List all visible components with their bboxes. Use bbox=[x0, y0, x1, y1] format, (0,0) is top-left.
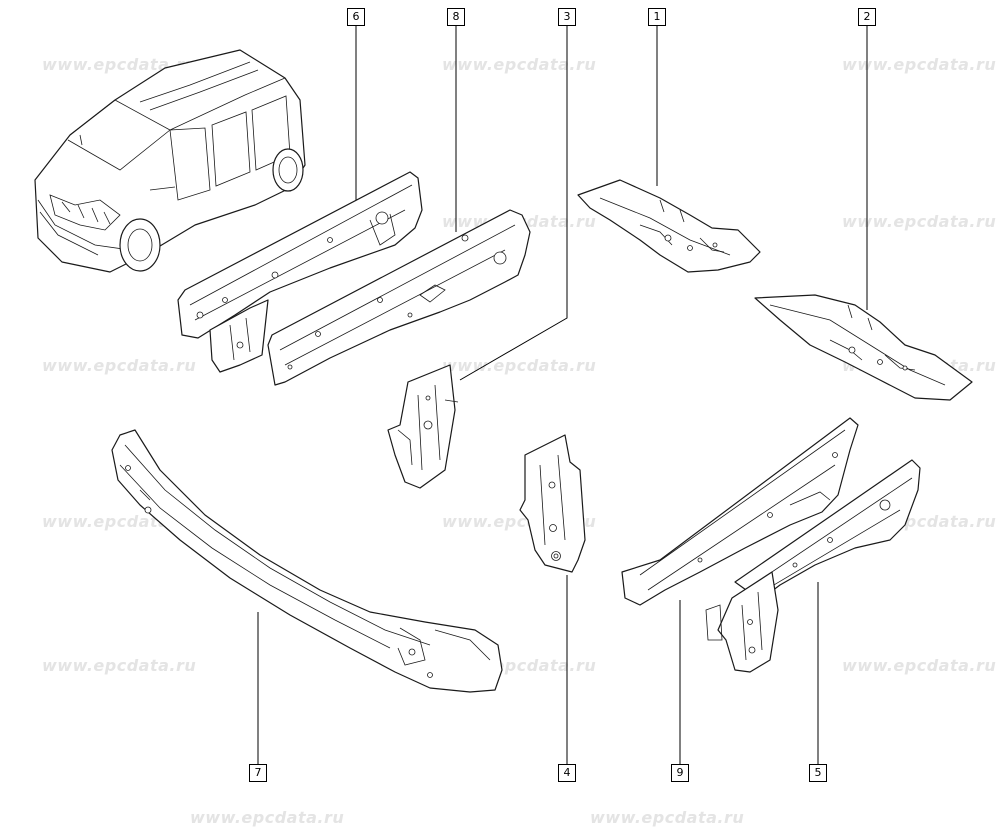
body-panel-drawing-icon bbox=[705, 459, 921, 673]
watermark: www.epcdata.ru bbox=[442, 55, 597, 74]
watermark: www.epcdata.ru bbox=[442, 356, 597, 375]
body-panel-drawing-icon bbox=[577, 179, 761, 273]
callout-5: 5 bbox=[809, 764, 827, 782]
minivan-illustration-icon bbox=[34, 49, 306, 273]
watermark: www.epcdata.ru bbox=[842, 55, 997, 74]
callout-3: 3 bbox=[558, 8, 576, 26]
watermark: www.epcdata.ru bbox=[42, 656, 197, 675]
leader-lines bbox=[257, 25, 868, 764]
body-panel-drawing-icon bbox=[111, 429, 503, 693]
watermark: www.epcdata.ru bbox=[42, 356, 197, 375]
callout-9: 9 bbox=[671, 764, 689, 782]
callout-1: 1 bbox=[648, 8, 666, 26]
body-panel-drawing-icon bbox=[177, 171, 423, 373]
body-panel-drawing-icon bbox=[267, 209, 531, 386]
body-panel-drawing-icon bbox=[621, 417, 859, 606]
callout-4: 4 bbox=[558, 764, 576, 782]
body-panel-drawing-icon bbox=[519, 434, 586, 573]
watermark: www.epcdata.ru bbox=[42, 55, 197, 74]
body-panel-drawing-icon bbox=[754, 294, 973, 401]
callout-7: 7 bbox=[249, 764, 267, 782]
callout-8: 8 bbox=[447, 8, 465, 26]
callout-2: 2 bbox=[858, 8, 876, 26]
watermark: www.epcdata.ru bbox=[842, 212, 997, 231]
body-panel-drawing-icon bbox=[387, 364, 459, 489]
callout-6: 6 bbox=[347, 8, 365, 26]
watermark: www.epcdata.ru bbox=[842, 656, 997, 675]
